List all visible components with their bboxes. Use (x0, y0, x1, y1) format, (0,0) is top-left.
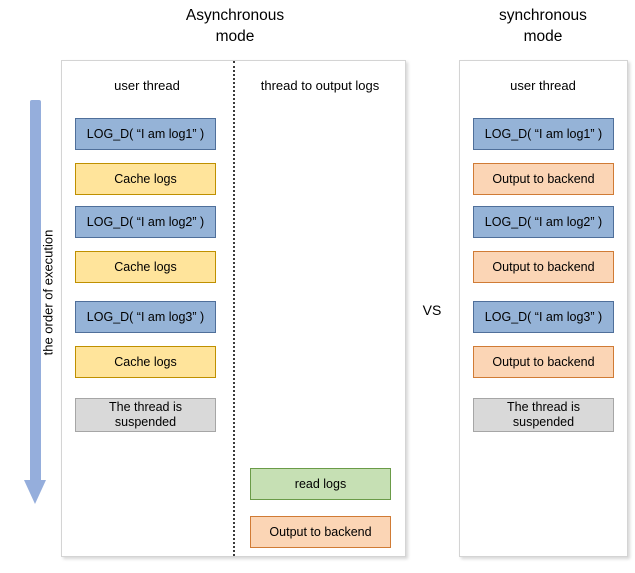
async-output-logs-step-0: read logs (250, 468, 391, 500)
down-arrow-icon (24, 480, 46, 504)
async-output-logs-step-1: Output to backend (250, 516, 391, 548)
sync-user-thread-step-6: The thread is suspended (473, 398, 614, 432)
thread-divider-dotted-line (233, 61, 235, 556)
async-user-thread-step-1: Cache logs (75, 163, 216, 195)
sync-user-thread-step-3: Output to backend (473, 251, 614, 283)
vs-label: VS (422, 302, 442, 318)
async-user-thread-step-3: Cache logs (75, 251, 216, 283)
order-of-execution-label: the order of execution (40, 229, 56, 356)
async-user-thread-step-4: LOG_D( “I am log3” ) (75, 301, 216, 333)
synchronous-mode-title: synchronous mode (499, 7, 587, 45)
arrow-shaft (30, 100, 41, 482)
column-header-thread-to-output-logs: thread to output logs (260, 78, 380, 93)
sync-user-thread-step-5: Output to backend (473, 346, 614, 378)
sync-user-thread-step-4: LOG_D( “I am log3” ) (473, 301, 614, 333)
async-user-thread-step-0: LOG_D( “I am log1” ) (75, 118, 216, 150)
async-user-thread-step-2: LOG_D( “I am log2” ) (75, 206, 216, 238)
order-of-execution-arrow: the order of execution (18, 100, 56, 505)
async-user-thread-step-5: Cache logs (75, 346, 216, 378)
async-user-thread-step-6: The thread is suspended (75, 398, 216, 432)
column-header-user-thread-sync: user thread (510, 78, 576, 93)
asynchronous-mode-title: Asynchronous mode (185, 7, 285, 45)
sync-user-thread-step-1: Output to backend (473, 163, 614, 195)
sync-user-thread-step-2: LOG_D( “I am log2” ) (473, 206, 614, 238)
column-header-user-thread-async: user thread (114, 78, 180, 93)
sync-user-thread-step-0: LOG_D( “I am log1” ) (473, 118, 614, 150)
